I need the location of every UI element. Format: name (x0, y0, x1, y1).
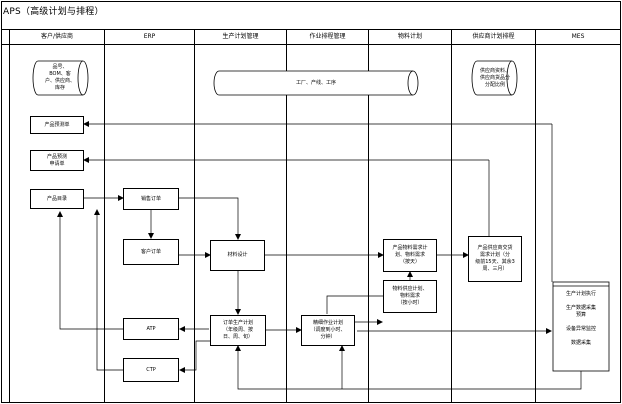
node-mes-execution: 生产计划执行 生产数据采集 预算 设备异常监控 数据采集 (565, 291, 596, 346)
diagram-title: APS（高级计划与排程） (3, 7, 104, 17)
datastore-master-data-shape (32, 60, 89, 96)
lane-divider (286, 29, 287, 403)
lane-divider (535, 29, 536, 403)
node-product-forecast: 产品预测单 (30, 116, 84, 134)
lane-divider (368, 29, 369, 403)
node-material-design: 材料设计 (210, 240, 265, 271)
node-fine-schedule: 精细作业计划 （调度到小时、 分钟） (301, 315, 355, 346)
node-material-supply-plan: 物料供应计划、 物料需求 （按小时） (383, 280, 437, 313)
node-ctp: CTP (123, 358, 179, 382)
node-product-forecast-request: 产品预测 申请单 (30, 150, 84, 171)
node-order-production-plan: 订单生产计划 （年级周、按 日、周、旬） (210, 315, 266, 346)
lane-header-material-planning: 物料计划 (397, 33, 422, 40)
lane-divider (9, 29, 10, 403)
datastore-supplier-info-label: 供应商资料、 供应商货品分 分配比例 (479, 67, 510, 88)
datastore-master-data-label: 品号、 BOM、客 户、供应商、 库存 (44, 64, 75, 91)
lane-header-production-planning: 生产计划管理 (222, 33, 259, 40)
lane-divider (451, 29, 452, 403)
lane-header-customer-supplier: 客户/供应商 (40, 33, 74, 40)
datastore-supplier-info-shape (471, 60, 518, 96)
lane-header-job-scheduling: 作业排程管理 (309, 33, 346, 40)
datastore-factory-shape (213, 70, 419, 96)
lane-divider (194, 29, 195, 403)
node-customer-order: 客户订单 (123, 239, 179, 265)
datastore-factory-label: 工厂、产线、工序 (295, 79, 336, 86)
node-atp: ATP (123, 318, 179, 340)
lane-header-row (1, 29, 621, 45)
node-product-catalog: 产品目录 (30, 189, 84, 209)
node-supplier-delivery-plan: 产品供应商交货 需求计划（分 级前15天、其余3 周、三月） (468, 236, 522, 282)
lane-header-erp: ERP (143, 33, 156, 40)
mes-document-shape (552, 281, 610, 372)
node-material-request-plan: 产品物料需求计 划、物料需求 （按天） (383, 239, 437, 272)
lane-header-supplier-scheduling: 供应商计划排程 (472, 33, 515, 40)
node-sales-order: 销售订单 (123, 188, 179, 210)
lane-header-mes: MES (571, 33, 585, 40)
lane-divider (104, 29, 105, 403)
